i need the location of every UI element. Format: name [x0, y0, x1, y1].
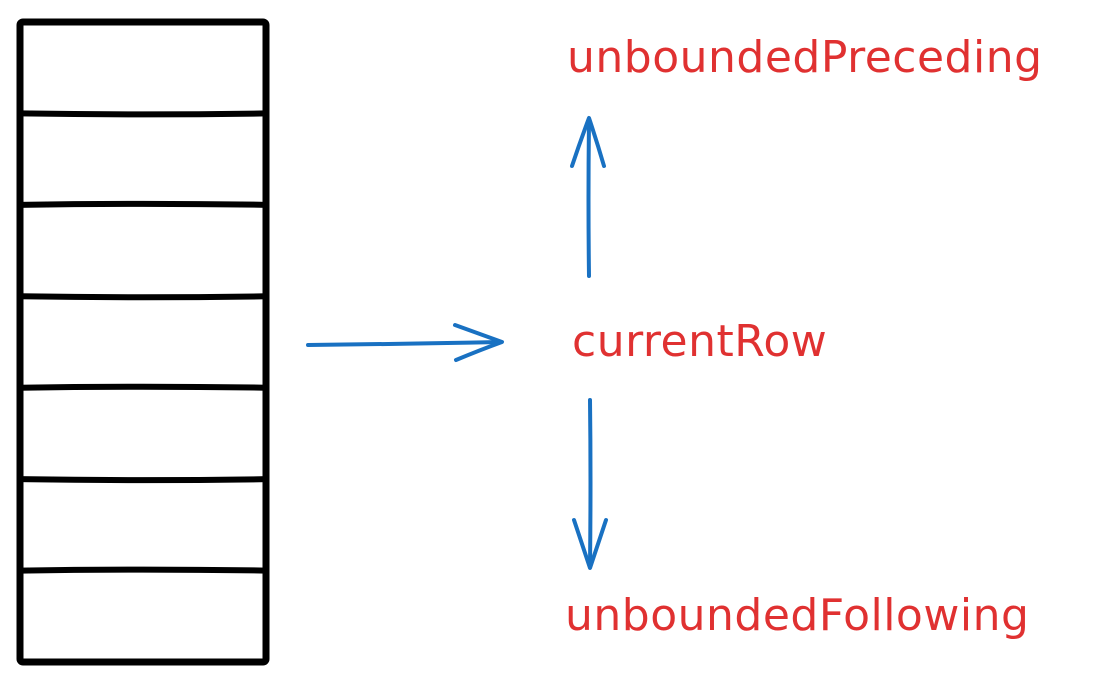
table-row [20, 204, 266, 297]
table-row [20, 387, 266, 480]
row-divider [17, 110, 269, 118]
table-row [20, 479, 266, 571]
row-table [16, 18, 270, 666]
unbounded-preceding-label: unboundedPreceding [567, 32, 1043, 83]
row-divider [17, 293, 269, 301]
table-row [20, 22, 266, 114]
row-divider [17, 200, 269, 208]
table-row [20, 296, 266, 388]
current-row-label: currentRow [572, 316, 828, 367]
table-row [20, 113, 266, 205]
row-divider [17, 476, 269, 484]
row-divider [17, 383, 269, 391]
arrow-to-current-row [306, 323, 504, 362]
arrow-up-to-preceding [570, 116, 606, 278]
row-divider [17, 566, 269, 574]
table-outline [16, 18, 270, 666]
arrow-down-to-following [572, 398, 608, 570]
table-row [20, 570, 266, 662]
unbounded-following-label: unboundedFollowing [565, 590, 1030, 641]
